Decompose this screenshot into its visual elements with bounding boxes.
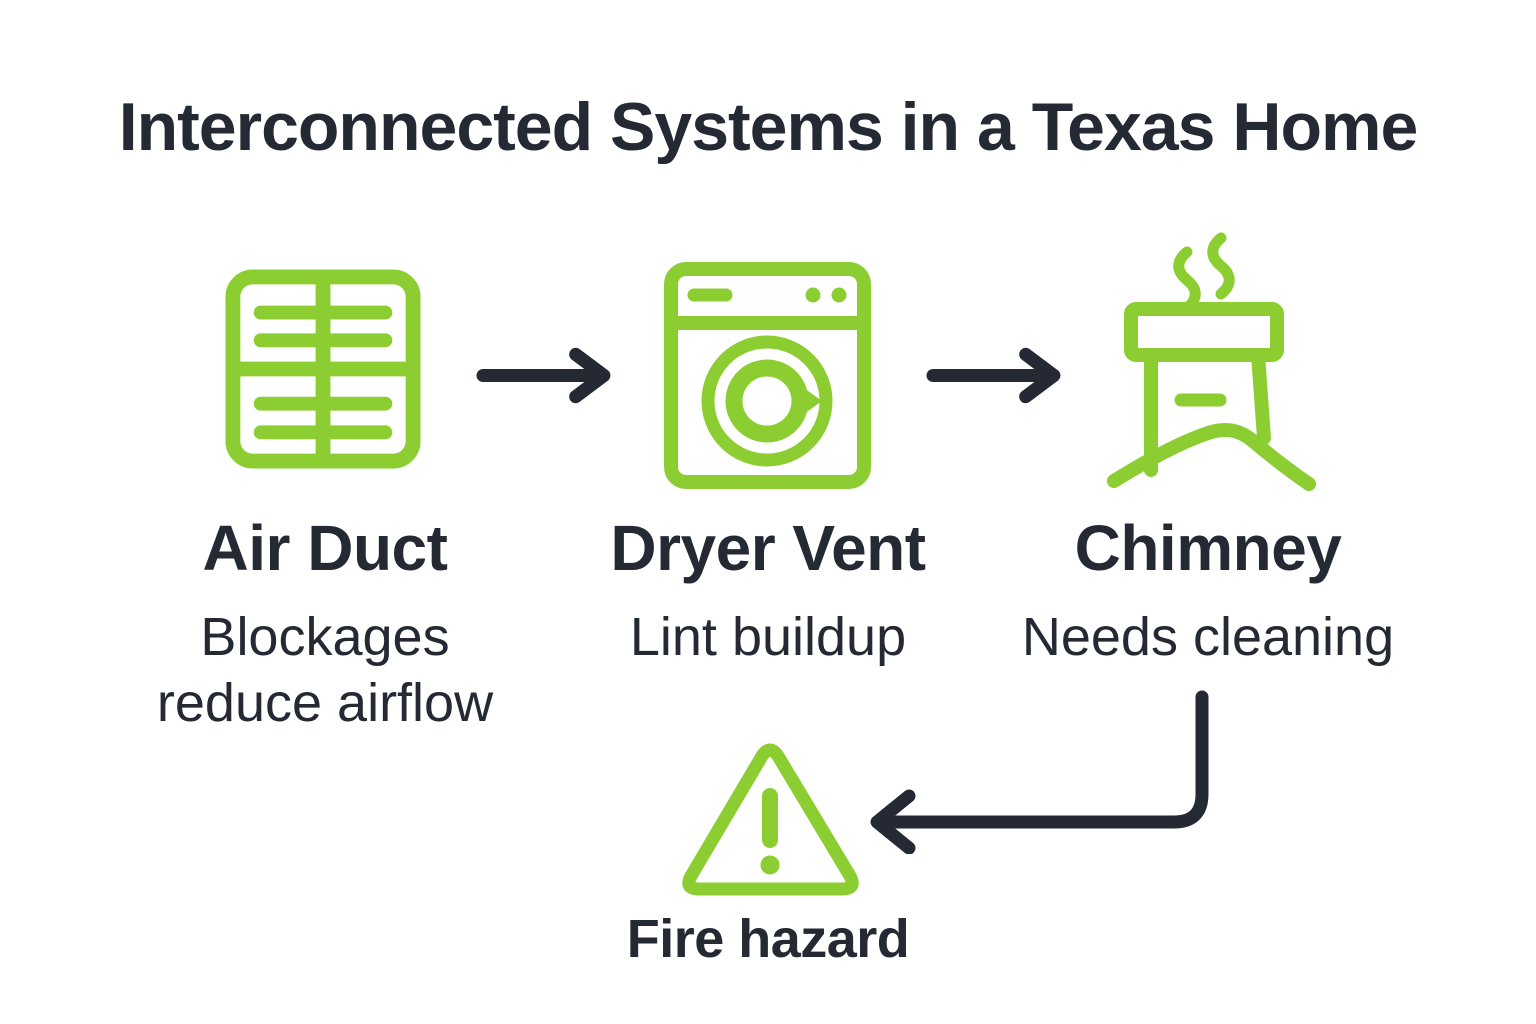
- node-label: Dryer Vent: [610, 512, 926, 584]
- arrow-elbow-left-icon: [870, 690, 1209, 854]
- smoke-icon: [1207, 232, 1235, 300]
- node-label: Chimney: [1074, 512, 1342, 584]
- node-air-duct: Air Duct Blockages reduce airflow: [103, 516, 547, 736]
- warning-triangle-icon: [682, 743, 859, 896]
- dryer-icon: [664, 262, 871, 489]
- node-description: Lint buildup: [546, 604, 990, 670]
- node-description: Blockages reduce airflow: [103, 604, 547, 736]
- description-line: Lint buildup: [629, 607, 907, 667]
- node-chimney: Chimney Needs cleaning: [986, 516, 1430, 670]
- page-title: Interconnected Systems in a Texas Home: [118, 89, 1419, 165]
- description-line: Needs cleaning: [1021, 607, 1395, 667]
- arrow-right-icon: [476, 347, 611, 404]
- air-duct-icon: [225, 269, 421, 469]
- node-dryer-vent: Dryer Vent Lint buildup: [546, 516, 990, 670]
- fire-hazard-label: Fire hazard: [626, 909, 910, 969]
- node-description: Needs cleaning: [986, 604, 1430, 670]
- smoke-icon: [1173, 246, 1201, 314]
- arrow-right-icon: [926, 347, 1061, 404]
- chimney-icon: [1107, 232, 1316, 491]
- description-line: Blockages: [200, 607, 450, 667]
- node-label: Air Duct: [202, 512, 448, 584]
- description-line: reduce airflow: [156, 673, 494, 733]
